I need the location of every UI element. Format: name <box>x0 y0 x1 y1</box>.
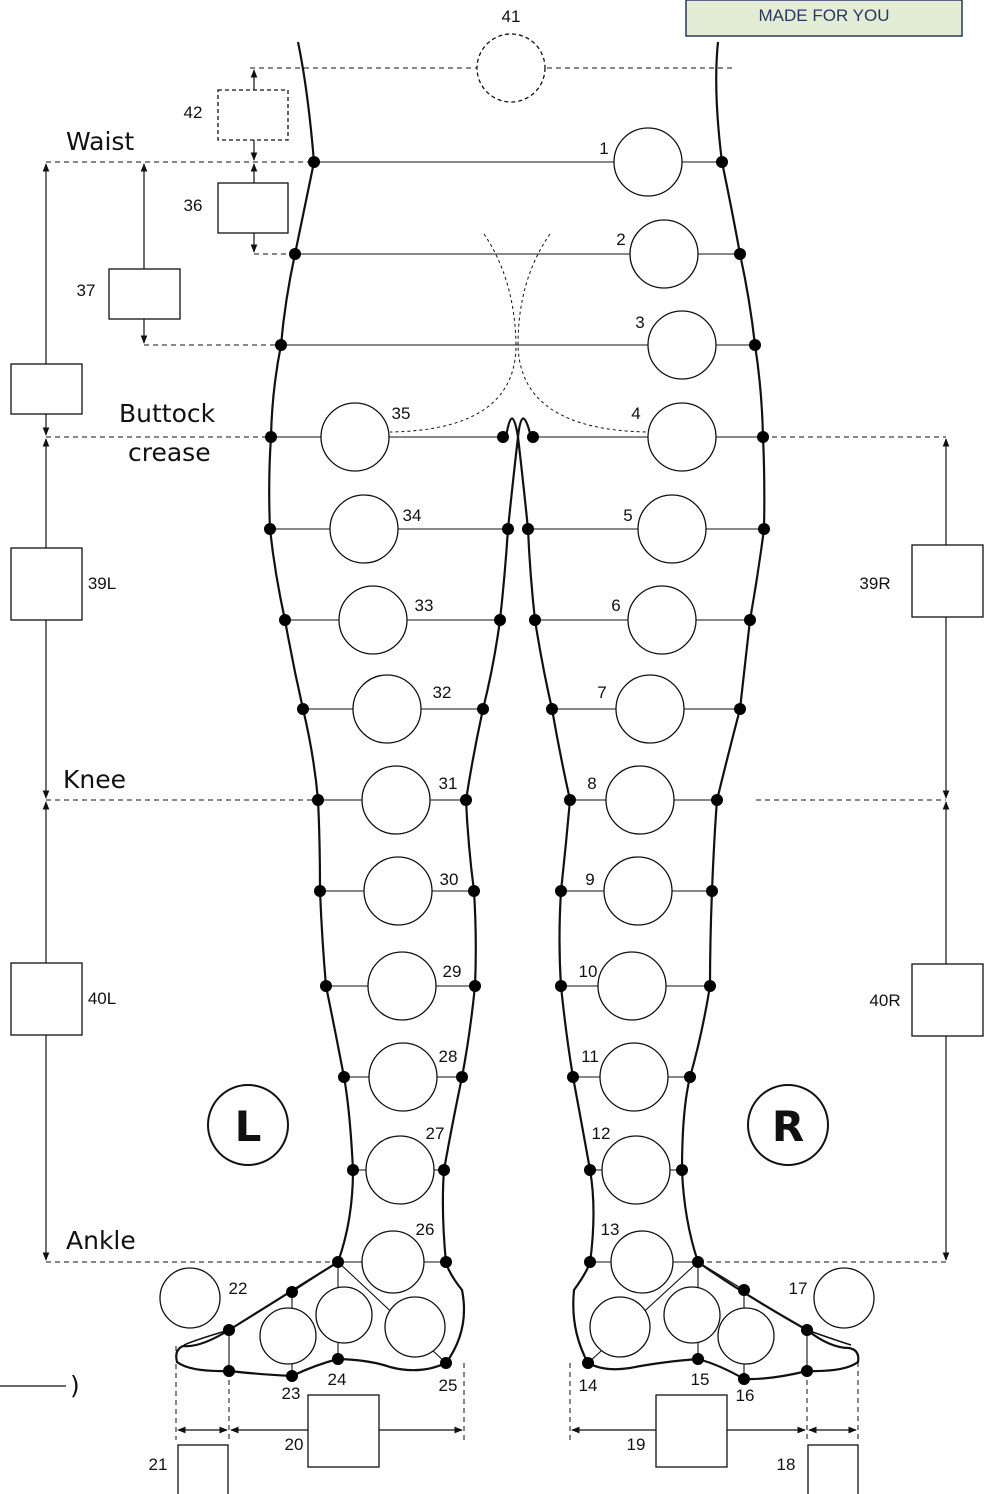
label-35: 35 <box>392 404 411 423</box>
label-22: 22 <box>229 1279 248 1298</box>
leg-outline <box>175 41 860 1381</box>
measurement-boxes <box>10 89 984 1494</box>
label-42: 42 <box>184 103 203 122</box>
label-13: 13 <box>601 1220 620 1239</box>
label-10: 10 <box>579 962 598 981</box>
right-side-label: R <box>772 1102 804 1151</box>
label-15: 15 <box>691 1370 710 1389</box>
right-side-badge <box>747 1084 829 1166</box>
label-32: 32 <box>433 683 452 702</box>
label-39r: 39R <box>859 574 890 593</box>
label-19: 19 <box>627 1435 646 1454</box>
label-29: 29 <box>443 962 462 981</box>
waist-label: Waist <box>66 127 134 156</box>
label-40r: 40R <box>869 991 900 1010</box>
label-34: 34 <box>403 506 422 525</box>
label-18: 18 <box>777 1455 796 1474</box>
label-16: 16 <box>736 1386 755 1405</box>
left-side-badge <box>207 1084 289 1166</box>
label-27: 27 <box>426 1124 445 1143</box>
label-40l: 40L <box>88 989 116 1008</box>
label-33: 33 <box>415 596 434 615</box>
label-2: 2 <box>616 230 625 249</box>
label-1: 1 <box>599 139 608 158</box>
buttock-guides <box>389 233 649 433</box>
label-24: 24 <box>328 1370 347 1389</box>
label-5: 5 <box>623 506 632 525</box>
label-31: 31 <box>439 774 458 793</box>
dimension-arrows <box>42 69 950 1434</box>
landmark-lines <box>46 67 946 1440</box>
landmark-labels: Waist Buttock crease Knee Ankle <box>63 127 216 1255</box>
measurement-dots <box>223 156 813 1385</box>
left-side-label: L <box>235 1102 262 1151</box>
label-23: 23 <box>282 1384 301 1403</box>
label-37: 37 <box>77 281 96 300</box>
label-9: 9 <box>585 870 594 889</box>
banner-box <box>685 0 963 37</box>
label-30: 30 <box>440 870 459 889</box>
label-4: 4 <box>631 404 640 423</box>
label-28: 28 <box>439 1047 458 1066</box>
label-26: 26 <box>416 1220 435 1239</box>
label-36: 36 <box>184 196 203 215</box>
label-21: 21 <box>149 1455 168 1474</box>
label-17: 17 <box>789 1279 808 1298</box>
label-14: 14 <box>579 1376 598 1395</box>
label-20: 20 <box>285 1435 304 1454</box>
buttock-label: Buttock <box>119 399 216 428</box>
label-25: 25 <box>439 1376 458 1395</box>
label-8: 8 <box>587 774 596 793</box>
label-7: 7 <box>597 683 606 702</box>
label-39l: 39L <box>88 574 116 593</box>
label-41: 41 <box>502 7 521 26</box>
banner-text: MADE FOR YOU <box>759 6 890 25</box>
label-6: 6 <box>611 596 620 615</box>
crotch-inner <box>504 417 533 438</box>
point-labels: 41 42 36 37 1 2 3 4 5 6 7 8 9 10 11 12 1… <box>77 7 901 1474</box>
side-badges: L R <box>207 1084 829 1166</box>
measurement-circles <box>159 33 875 1365</box>
label-3: 3 <box>635 313 644 332</box>
knee-label: Knee <box>63 765 126 794</box>
crease-label: crease <box>128 438 211 467</box>
label-11: 11 <box>581 1047 599 1066</box>
label-12: 12 <box>592 1124 611 1143</box>
cut-off-paren: ) <box>70 1371 80 1400</box>
ankle-label: Ankle <box>66 1226 136 1255</box>
